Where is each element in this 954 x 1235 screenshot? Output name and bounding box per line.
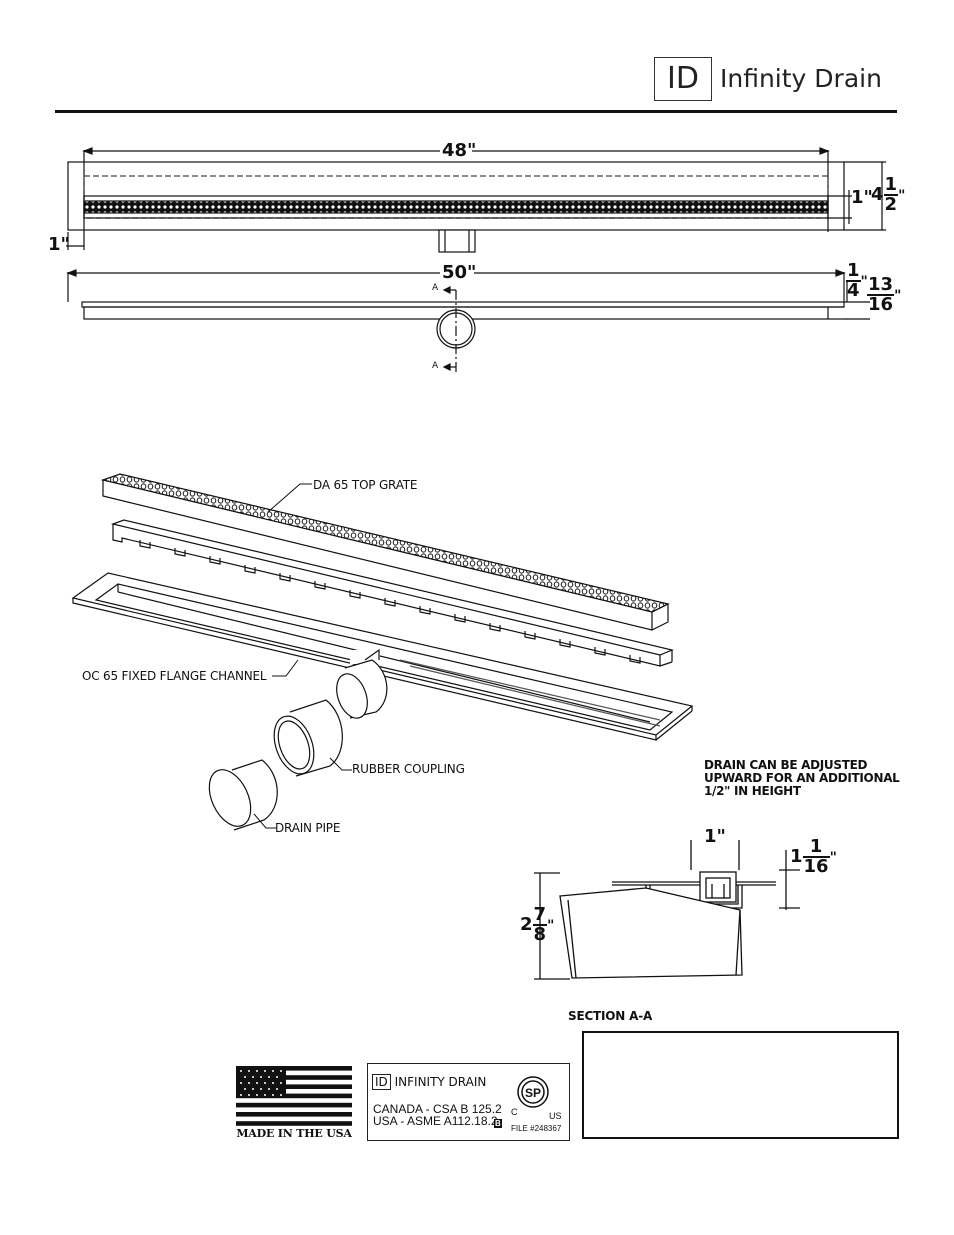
section-a-a	[534, 840, 800, 980]
dim-width-unit: "	[898, 188, 906, 204]
top-grate	[100, 473, 670, 631]
csa-c: C	[511, 1107, 518, 1117]
adjust-note: DRAIN CAN BE ADJUSTED UPWARD FOR AN ADDI…	[704, 759, 934, 798]
logo-mark: ID	[654, 57, 712, 101]
cert-b-mark: B	[494, 1119, 502, 1128]
dim-section-top-width: 1"	[704, 826, 726, 847]
dim-height-den: 16	[868, 294, 894, 315]
dim-width-whole: 4	[871, 184, 884, 205]
dim-height-unit: "	[894, 288, 902, 304]
dim-flange-den: 4	[847, 280, 860, 301]
cert-brand-name: INFINITY DRAIN	[394, 1075, 487, 1089]
cert-canada: CANADA - CSA B 125.2	[373, 1102, 502, 1116]
dim-section-depth-den: 8	[533, 924, 547, 945]
dim-flange-1: 1"	[48, 234, 70, 255]
dim-48: 48"	[442, 140, 477, 161]
dim-width-num: 1	[883, 174, 899, 196]
dim-width-den: 2	[884, 194, 898, 215]
section-marker-top: A	[432, 283, 438, 293]
label-drain-pipe: DRAIN PIPE	[275, 821, 341, 835]
label-top-grate: DA 65 TOP GRATE	[313, 478, 418, 492]
grate-frame	[110, 519, 674, 667]
dim-flange-unit: "	[860, 274, 868, 290]
dim-height-num: 13	[867, 274, 895, 296]
csa-us: US	[549, 1111, 562, 1121]
cert-brand-mark: ID	[372, 1074, 391, 1090]
section-marker-bottom: A	[432, 361, 438, 371]
leaders	[253, 483, 352, 829]
dim-section-top-height-unit: "	[829, 850, 837, 866]
dim-50: 50"	[442, 262, 477, 283]
pipe-parts	[208, 659, 388, 831]
side-view	[66, 269, 870, 372]
dim-grate-1: 1"	[851, 187, 873, 208]
header-rule	[55, 110, 897, 113]
csa-mark: SP	[517, 1076, 549, 1108]
label-channel: OC 65 FIXED FLANGE CHANNEL	[82, 669, 267, 683]
made-in-usa-text: MADE IN THE USA	[236, 1127, 352, 1140]
brand-name: Infinity Drain	[720, 64, 882, 93]
dim-section-depth-num: 7	[532, 904, 548, 926]
dim-section-top-height-whole: 1	[790, 846, 803, 867]
dim-section-top-height-den: 16	[803, 856, 829, 877]
label-coupling: RUBBER COUPLING	[352, 762, 465, 776]
notes-box	[582, 1031, 899, 1139]
dim-flange-num: 1	[846, 260, 861, 282]
dim-section-top-height-num: 1	[802, 838, 830, 858]
csa-letters: SP	[525, 1086, 541, 1100]
top-view	[66, 147, 886, 253]
adjust-note-line2: UPWARD FOR AN ADDITIONAL	[704, 771, 900, 785]
dim-section-depth-whole: 2	[520, 914, 533, 935]
cert-usa: USA - ASME A112.18.2	[373, 1114, 498, 1128]
cert-file-number: FILE #248367	[511, 1124, 562, 1133]
usa-flag	[236, 1066, 352, 1126]
adjust-note-line3: 1/2" IN HEIGHT	[704, 784, 801, 798]
section-title: SECTION A-A	[568, 1009, 653, 1023]
certification-box	[367, 1063, 570, 1141]
cert-brand: ID INFINITY DRAIN	[372, 1074, 487, 1090]
adjust-note-line1: DRAIN CAN BE ADJUSTED	[704, 758, 868, 772]
dim-section-depth-unit: "	[547, 918, 555, 934]
